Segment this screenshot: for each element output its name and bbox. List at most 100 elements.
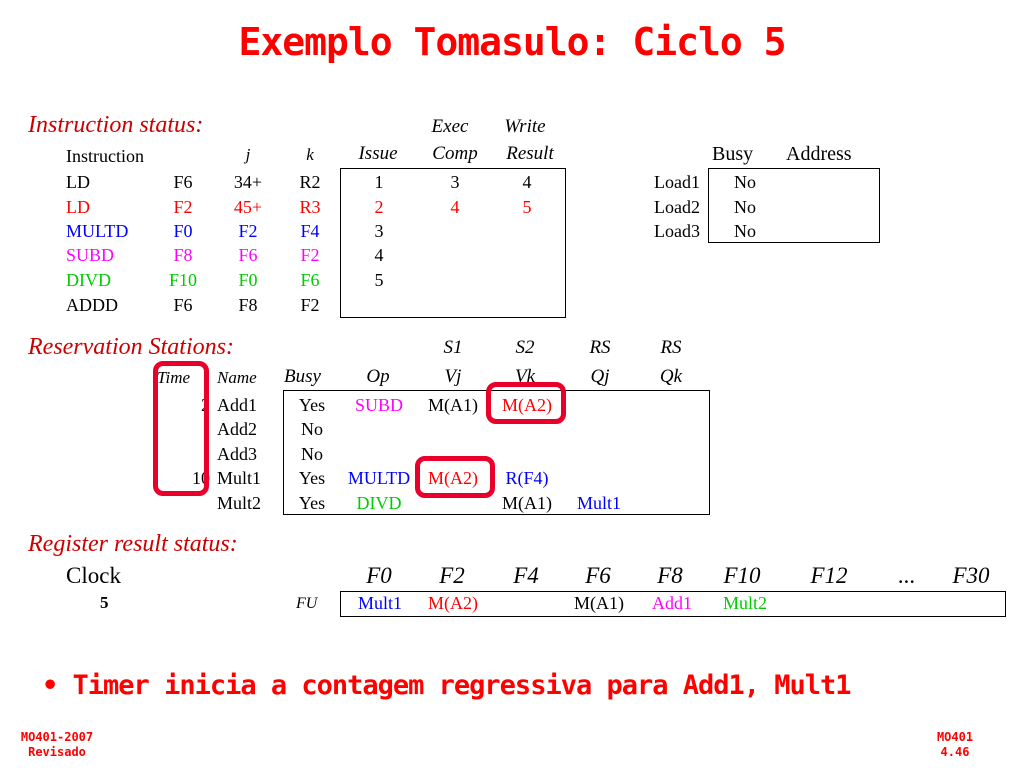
instr-j: F2 — [238, 221, 258, 241]
instr-issue: 1 — [374, 172, 384, 192]
register-header: F6 — [585, 563, 611, 588]
rs-busy: Yes — [298, 493, 326, 513]
instr-j: F0 — [238, 270, 258, 290]
instr-issue: 3 — [374, 221, 384, 241]
instr-dest: F6 — [173, 295, 193, 315]
instr-k: R2 — [299, 172, 321, 192]
register-header: F4 — [513, 563, 539, 588]
instr-issue: 4 — [374, 245, 384, 265]
bullet-point: • Timer inicia a contagem regressiva par… — [42, 670, 852, 701]
load-address-header: Address — [786, 143, 852, 165]
instr-dest: F6 — [173, 172, 193, 192]
load-buffers-box — [708, 168, 880, 243]
rs-name: Mult2 — [217, 493, 262, 513]
rs-name: Mult1 — [217, 468, 262, 488]
qj-header: Qj — [590, 366, 610, 387]
register-status-box — [340, 591, 1006, 617]
s2-header: S2 — [515, 337, 535, 358]
load-name: Load1 — [654, 172, 700, 192]
instruction-status-label: Instruction status: — [28, 112, 204, 138]
bullet-marker: • — [42, 670, 58, 701]
instr-op: ADDD — [66, 295, 118, 315]
rs-name: Add3 — [217, 444, 257, 464]
instr-op: SUBD — [66, 245, 115, 265]
register-fu: Mult1 — [357, 593, 402, 613]
qk-header: Qk — [659, 366, 683, 387]
instr-comp: 3 — [450, 172, 460, 192]
reservation-stations-label: Reservation Stations: — [28, 334, 234, 360]
vj-header: Vj — [444, 366, 462, 387]
register-fu: Add1 — [652, 593, 692, 613]
register-fu: M(A2) — [428, 593, 478, 613]
rs-vk: R(F4) — [505, 468, 549, 488]
comp-header: Comp — [432, 143, 478, 164]
load-name: Load2 — [654, 197, 700, 217]
rs-vj: M(A2) — [428, 468, 478, 488]
slide-title: Exemplo Tomasulo: Ciclo 5 — [238, 20, 787, 64]
rs-vj: M(A1) — [428, 395, 478, 415]
instr-op: LD — [66, 172, 90, 192]
footer-slide-number: 4.46 — [940, 745, 970, 759]
rs2-header: RS — [660, 337, 682, 358]
register-fu: M(A1) — [574, 593, 624, 613]
clock-label: Clock — [66, 563, 121, 588]
op-header: Op — [366, 366, 390, 387]
instr-j: F6 — [238, 245, 258, 265]
rs-op: MULTD — [347, 468, 411, 488]
instr-issue: 5 — [374, 270, 384, 290]
instruction-header: Instruction — [66, 146, 144, 166]
register-fu: Mult2 — [722, 593, 767, 613]
instr-op: DIVD — [66, 270, 111, 290]
vk-header: Vk — [514, 366, 536, 387]
footer-right: MO401 4.46 — [920, 730, 990, 760]
instr-comp: 4 — [450, 197, 460, 217]
load-busy-header: Busy — [712, 143, 754, 165]
mult1-vj-highlight — [415, 456, 495, 498]
time-column-highlight — [153, 361, 209, 496]
rs-name: Add2 — [217, 419, 257, 439]
instr-j: 34+ — [233, 172, 263, 192]
issue-header: Issue — [358, 143, 398, 164]
rs-qj: Mult1 — [576, 493, 621, 513]
rs1-header: RS — [589, 337, 611, 358]
add1-vk-highlight — [486, 382, 566, 424]
instr-j: 45+ — [233, 197, 263, 217]
instr-j: F8 — [238, 295, 258, 315]
instr-dest: F8 — [173, 245, 193, 265]
rs-name: Add1 — [217, 395, 257, 415]
footer-revised: Revisado — [28, 745, 86, 759]
register-header: F0 — [366, 563, 392, 588]
register-header: F12 — [810, 563, 848, 588]
exec-header: Exec — [431, 116, 469, 137]
rs-vk: M(A1) — [502, 493, 552, 513]
register-header: F2 — [439, 563, 465, 588]
instr-dest: F2 — [173, 197, 193, 217]
register-header: F8 — [657, 563, 683, 588]
load-name: Load3 — [654, 221, 700, 241]
register-header: F30 — [952, 563, 990, 588]
s1-header: S1 — [443, 337, 463, 358]
time-header: Time — [157, 368, 191, 387]
fu-label: FU — [296, 595, 318, 612]
bullet-text: Timer inicia a contagem regressiva para … — [72, 670, 852, 701]
instr-dest: F0 — [173, 221, 193, 241]
result-header: Result — [506, 143, 554, 164]
load-busy: No — [734, 172, 756, 192]
rs-vk: M(A2) — [502, 395, 552, 415]
footer-course-code: MO401 — [936, 730, 974, 744]
instr-issue: 2 — [374, 197, 384, 217]
instr-k: F2 — [300, 295, 320, 315]
instr-k: R3 — [299, 197, 321, 217]
clock-value: 5 — [100, 593, 109, 612]
busy-header: Busy — [284, 366, 321, 387]
load-busy: No — [734, 197, 756, 217]
register-header: ... — [898, 563, 916, 588]
rs-op: SUBD — [354, 395, 403, 415]
instruction-status-box — [340, 168, 566, 318]
instr-op: LD — [66, 197, 90, 217]
rs-busy: Yes — [298, 468, 326, 488]
instr-result: 5 — [522, 197, 532, 217]
register-header: F10 — [723, 563, 761, 588]
footer-left: MO401-2007 Revisado — [2, 730, 112, 760]
reservation-stations-box — [283, 390, 710, 515]
